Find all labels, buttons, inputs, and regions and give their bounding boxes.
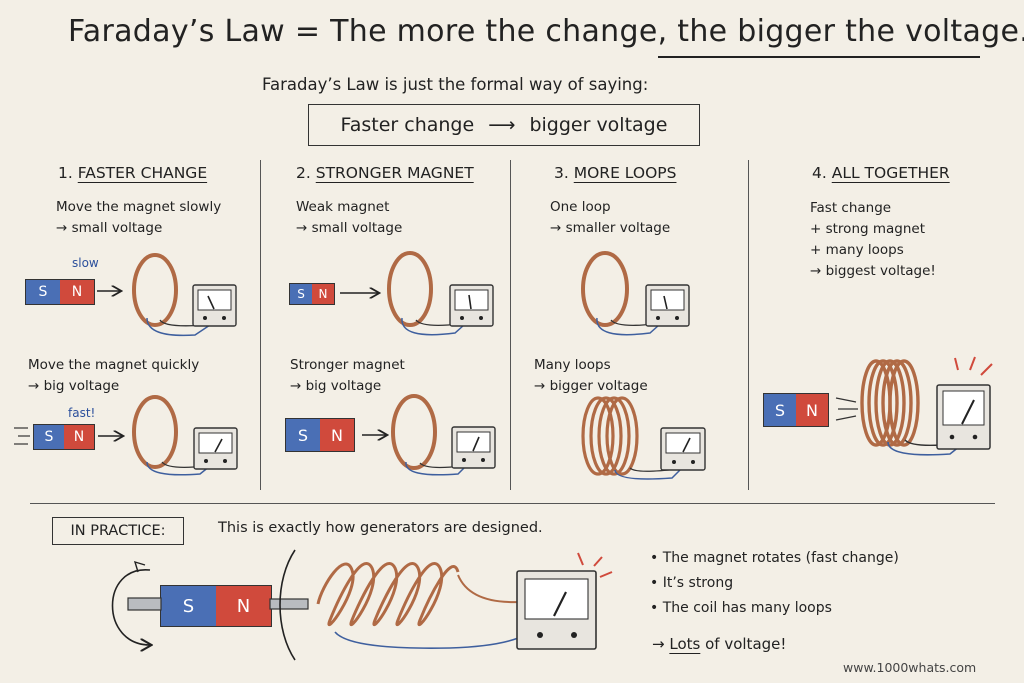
section-2-top-text: Weak magnet → small voltage (296, 199, 403, 236)
south-pole: S (161, 586, 216, 626)
section-1-bottom-text: Move the magnet quickly → big voltage (28, 357, 200, 394)
section-2-bottom-text: Stronger magnet → big voltage (290, 357, 405, 394)
bullet-item: • The magnet rotates (fast change) (650, 550, 899, 566)
subtitle: Faraday’s Law is just the formal way of … (262, 75, 649, 94)
section-divider (260, 160, 261, 490)
spark-lines-icon (577, 552, 613, 578)
voltmeter-icon (451, 426, 496, 469)
voltmeter-icon (660, 427, 706, 471)
coil-icon (387, 251, 433, 327)
title-underline (658, 56, 980, 58)
practice-conclusion: → Lots of voltage! (652, 635, 787, 653)
voltmeter-icon (192, 284, 237, 327)
summary-arrow: ⟶ (488, 114, 516, 136)
magnet-weak: S N (289, 283, 335, 305)
voltmeter-icon (449, 284, 494, 327)
motion-lines-icon (835, 397, 858, 421)
magnet-all: S N (763, 393, 829, 427)
north-pole: N (312, 284, 334, 304)
motion-lines-icon (14, 427, 30, 445)
voltmeter-icon (645, 284, 690, 327)
practice-bullets: • The magnet rotates (fast change) • It’… (650, 550, 899, 625)
section-3-title: 3. MORE LOOPS (554, 164, 677, 182)
multi-coil-icon (860, 359, 920, 447)
spark-lines-icon (954, 356, 993, 376)
magnet-slow: S N (25, 279, 95, 305)
practice-label: IN PRACTICE: (52, 517, 184, 545)
south-pole: S (26, 280, 60, 304)
magnet-strong: S N (285, 418, 355, 452)
coil-icon (581, 251, 629, 327)
coil-icon (391, 394, 437, 470)
section-divider-horizontal (30, 503, 995, 504)
north-pole: N (320, 419, 354, 451)
watermark: www.1000whats.com (843, 660, 977, 675)
south-pole: S (34, 425, 64, 449)
summary-box: Faster change ⟶ bigger voltage (308, 104, 700, 146)
axle-icon (127, 597, 309, 611)
north-pole: N (796, 394, 828, 426)
bullet-item: • It’s strong (650, 575, 734, 591)
section-4-title: 4. ALL TOGETHER (812, 164, 950, 182)
bracket-icon (279, 549, 296, 661)
rotation-arrow-icon (111, 560, 151, 645)
summary-right: bigger voltage (529, 114, 668, 136)
magnet-generator: S N (160, 585, 272, 627)
voltmeter-icon (516, 570, 597, 650)
summary-left: Faster change (340, 114, 475, 136)
section-divider (748, 160, 749, 490)
coil-icon (132, 253, 178, 327)
section-2-title: 2. STRONGER MAGNET (296, 164, 474, 182)
generator-coil-icon (316, 562, 460, 627)
practice-text: This is exactly how generators are desig… (218, 520, 543, 536)
slow-label: slow (72, 256, 99, 270)
south-pole: S (286, 419, 320, 451)
voltmeter-icon (936, 384, 991, 450)
section-1-top-text: Move the magnet slowly → small voltage (56, 199, 222, 236)
fast-label: fast! (68, 406, 96, 420)
north-pole: N (60, 280, 94, 304)
section-4-text: Fast change + strong magnet + many loops… (810, 200, 936, 279)
multi-coil-icon (581, 396, 639, 476)
north-pole: N (64, 425, 94, 449)
section-1-title: 1. FASTER CHANGE (58, 164, 208, 182)
bullet-item: • The coil has many loops (650, 600, 832, 616)
section-3-top-text: One loop → smaller voltage (550, 199, 671, 236)
magnet-fast: S N (33, 424, 95, 450)
section-3-bottom-text: Many loops → bigger voltage (534, 357, 648, 394)
voltmeter-icon (193, 427, 238, 470)
south-pole: S (290, 284, 312, 304)
north-pole: N (216, 586, 271, 626)
south-pole: S (764, 394, 796, 426)
wire-icon (334, 574, 531, 649)
page-title: Faraday’s Law = The more the change, the… (68, 14, 1024, 49)
section-divider (510, 160, 511, 490)
coil-icon (132, 395, 178, 469)
